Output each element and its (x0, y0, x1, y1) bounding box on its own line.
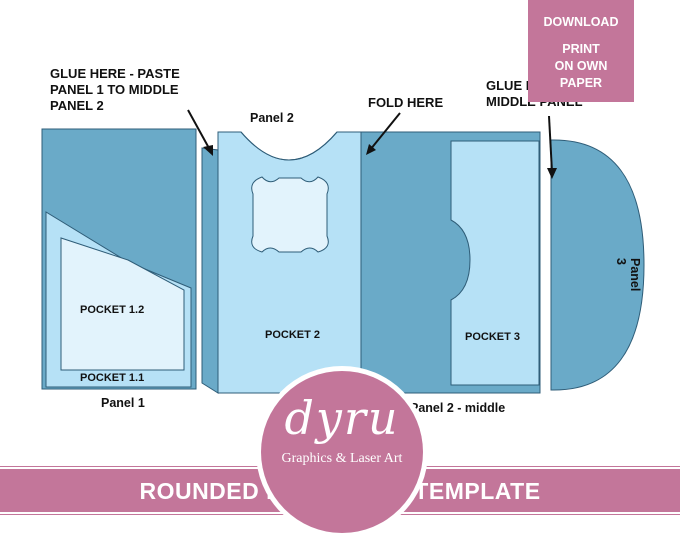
glue-left-annotation: GLUE HERE - PASTE PANEL 1 TO MIDDLE PANE… (50, 66, 180, 113)
panel-2-middle-label: Panel 2 - middle (410, 401, 506, 415)
brand-logo: dyru Graphics & Laser Art (256, 366, 428, 538)
logo-tagline: Graphics & Laser Art (281, 451, 403, 466)
logo-circle: dyru Graphics & Laser Art (261, 371, 423, 533)
glue-right-arrow (547, 115, 557, 179)
pocket-1-2 (60, 237, 185, 371)
fold-here-annotation: FOLD HERE (368, 95, 444, 110)
panel-2-glue-flap (201, 147, 219, 394)
print-on-own-paper-label: PRINT ON OWN PAPER (554, 42, 608, 90)
panel-2 (217, 131, 362, 394)
glue-left-arrow (187, 109, 213, 156)
pocket-2-window (251, 176, 329, 253)
pocket-1-2-label: POCKET 1.2 (80, 304, 145, 316)
logo-mark: dyru (284, 391, 400, 445)
panel-3-label: Panel 3 (614, 258, 642, 292)
pocket-2-label: POCKET 2 (265, 329, 321, 341)
download-label: DOWNLOAD (543, 15, 619, 29)
pocket-1-1-label: POCKET 1.1 (80, 372, 145, 384)
fold-here-arrow (366, 112, 401, 155)
panel-2-label: Panel 2 (250, 111, 294, 125)
download-badge[interactable]: DOWNLOAD PRINT ON OWN PAPER (528, 0, 634, 102)
pocket-3 (450, 140, 540, 386)
panel-2-label-tab (240, 131, 338, 161)
panel-1-label: Panel 1 (101, 396, 145, 410)
pocket-3-label: POCKET 3 (465, 331, 521, 343)
panel-3 (550, 139, 645, 391)
